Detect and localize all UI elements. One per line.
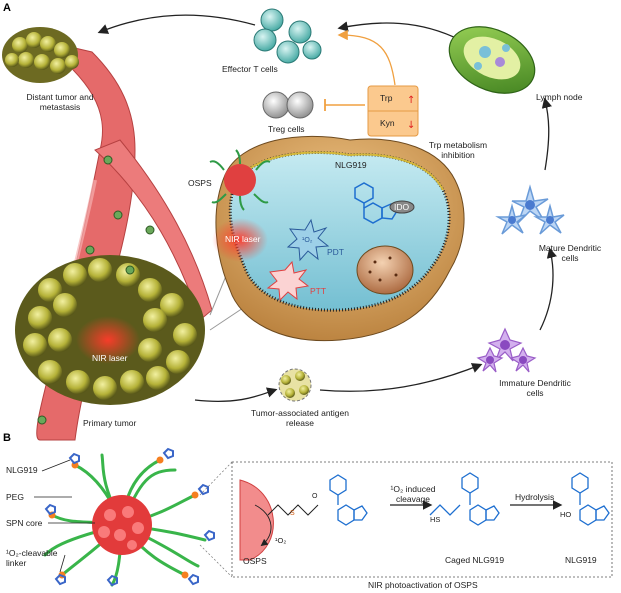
label-primary-tumor: Primary tumor bbox=[83, 418, 137, 428]
caged-precursor-molecule bbox=[329, 474, 368, 526]
scheme-osps-label: OSPS bbox=[243, 556, 267, 566]
label-osps: OSPS bbox=[188, 178, 212, 188]
legend-nlg919: NLG919 bbox=[6, 465, 38, 475]
label-mature-dc: Mature Dendritic cells bbox=[538, 243, 602, 263]
arrow-teff-to-distant bbox=[97, 14, 256, 34]
immature-dendritic-cells bbox=[476, 327, 537, 373]
arrow-lymph-to-teff bbox=[337, 21, 461, 41]
label-distant-tumor: Distant tumor and metastasis bbox=[26, 92, 94, 112]
o2-arrow bbox=[254, 504, 272, 547]
scheme-hs: HS bbox=[430, 515, 441, 524]
linker-chain bbox=[267, 504, 319, 516]
mature-dendritic-cells bbox=[495, 184, 565, 235]
label-nlg919: NLG919 bbox=[335, 160, 367, 170]
scheme-o2-label: ¹O₂ bbox=[275, 536, 287, 545]
kyn-down-arrow: ↓ bbox=[407, 120, 415, 131]
panel-a-letter: A bbox=[3, 2, 11, 14]
scheme-s-atom: S bbox=[290, 510, 295, 517]
label-pdt: PDT bbox=[327, 247, 344, 257]
zoom-line-top bbox=[199, 461, 233, 496]
label-trp: Trp bbox=[380, 93, 393, 103]
label-nir-laser-cell: NIR laser bbox=[225, 234, 261, 244]
legend-spn-core: SPN core bbox=[6, 518, 43, 528]
legend-linker: ¹O₂-cleavable linker bbox=[6, 548, 58, 568]
arrow-antigen-to-idc bbox=[319, 363, 483, 392]
nlg919-molecule bbox=[571, 472, 610, 526]
label-ido: IDO bbox=[394, 202, 410, 212]
trp-up-arrow: ↑ bbox=[407, 95, 415, 106]
lymph-node bbox=[448, 26, 536, 94]
arrow-trp-to-teff bbox=[337, 29, 396, 86]
antigen-release-icon bbox=[278, 368, 312, 402]
zoom-box bbox=[231, 461, 613, 578]
label-effector-t: Effector T cells bbox=[222, 64, 278, 74]
label-treg: Treg cells bbox=[268, 124, 305, 134]
label-lymph-node: Lymph node bbox=[536, 92, 583, 102]
nir-laser-glow bbox=[76, 316, 140, 364]
zoom-line-bottom bbox=[199, 544, 233, 578]
label-ptt: PTT bbox=[310, 286, 327, 296]
scheme-hydrolysis: Hydrolysis bbox=[515, 492, 555, 502]
label-singlet-o2: ¹O₂ bbox=[302, 237, 313, 244]
legend-pointer-nlg919 bbox=[41, 459, 71, 472]
scheme-o-atom: O bbox=[312, 493, 318, 500]
tumor-cell-cutaway bbox=[212, 135, 465, 342]
legend-peg: PEG bbox=[6, 492, 24, 502]
scheme-induced-cleavage: ¹O₂ induced cleavage bbox=[390, 484, 436, 504]
label-immature-dc: Immature Dendritic cells bbox=[499, 378, 571, 398]
distant-tumor-cluster bbox=[2, 27, 79, 83]
legend-pointer-linker bbox=[59, 554, 66, 573]
effector-t-cells bbox=[253, 8, 322, 64]
spn-nanoparticle bbox=[43, 447, 215, 587]
scheme-caged: Caged NLG919 bbox=[445, 555, 505, 565]
osps-nanoparticle bbox=[209, 149, 271, 211]
treg-cells bbox=[262, 91, 314, 119]
panel-b-letter: B bbox=[3, 432, 11, 444]
arrow-mdc-to-lymph bbox=[541, 97, 552, 171]
label-nir-laser-tumor: NIR laser bbox=[92, 353, 128, 363]
label-trp-inhibition: Trp metabolism inhibition bbox=[428, 140, 488, 160]
arrow-tumor-to-antigen bbox=[194, 387, 278, 403]
osps-particle-arc bbox=[239, 479, 274, 561]
label-antigen-release: Tumor-associated antigen release bbox=[251, 408, 349, 428]
arrow-idc-to-mdc bbox=[539, 247, 557, 331]
scheme-caption: NIR photoactivation of OSPS bbox=[368, 580, 478, 590]
scheme-ho: HO bbox=[560, 510, 572, 519]
caged-nlg919-molecule bbox=[429, 472, 500, 526]
label-kyn: Kyn bbox=[380, 118, 395, 128]
scheme-nlg919: NLG919 bbox=[565, 555, 597, 565]
vessel-lymphocytes bbox=[37, 155, 155, 425]
